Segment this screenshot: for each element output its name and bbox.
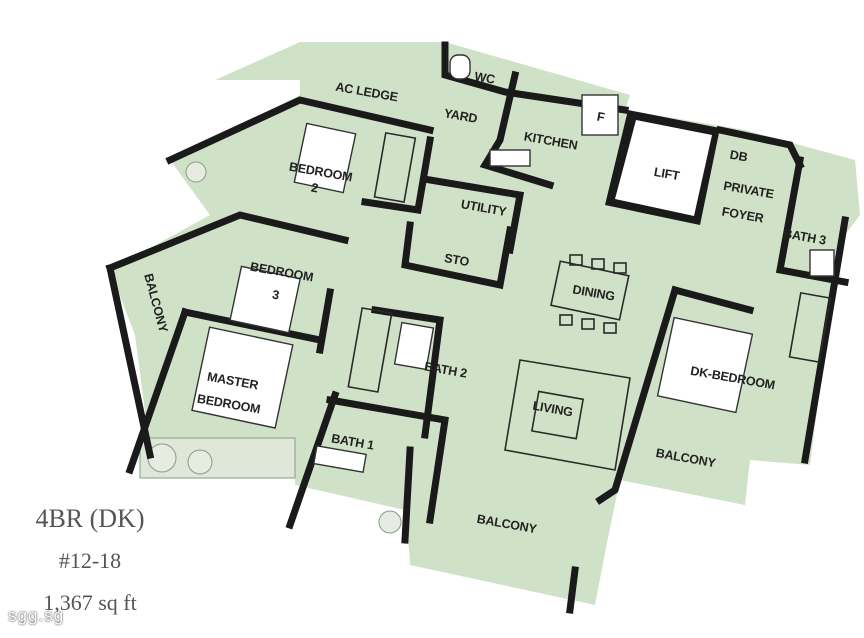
unit-number: #12-18 — [58, 548, 122, 573]
label-sto: STO — [443, 251, 470, 269]
floor-balcony-bottom — [410, 445, 620, 605]
label-living: LIVING — [532, 399, 574, 420]
fixtures — [191, 54, 835, 474]
wall-bath3 — [775, 155, 850, 287]
floor-balcony-right — [625, 420, 745, 505]
wall-bath1 — [325, 395, 449, 524]
label-bedroom2-line2: 2 — [310, 181, 319, 196]
bed-bedroom3 — [229, 265, 301, 334]
shrub — [187, 449, 213, 475]
unit-area: 1,367 sq ft — [43, 590, 137, 615]
bath1-vanity — [313, 444, 367, 474]
wall-dk-bedroom-left — [595, 285, 680, 505]
label-wc: WC — [473, 69, 496, 86]
bed-master — [191, 326, 294, 429]
wall-east — [800, 215, 850, 465]
fridge-box — [581, 94, 619, 136]
watermark: sgg.sg — [8, 606, 65, 625]
shrub — [378, 510, 402, 534]
label-fridge: F — [596, 110, 606, 125]
wardrobe-master — [347, 307, 393, 393]
wall-bedroom3-top — [105, 211, 350, 273]
dining-chair — [559, 314, 573, 326]
label-lift: LIFT — [653, 165, 681, 183]
shrub — [185, 161, 207, 183]
wall-bedroom2-top — [165, 96, 435, 165]
wall-balcony-bottom-right — [566, 566, 579, 614]
wall-utility — [425, 175, 525, 255]
bath2-tub — [393, 321, 435, 371]
label-yard: YARD — [443, 106, 479, 126]
lift-car — [615, 120, 712, 216]
planter-greenery — [139, 161, 402, 534]
dining-chair — [591, 258, 605, 270]
dining-chair — [569, 254, 583, 266]
wall-master-right — [285, 390, 340, 530]
wardrobe-dk — [788, 291, 832, 364]
living-coffee-table — [530, 390, 585, 440]
bath3-vanity — [809, 249, 835, 277]
wall-north — [441, 41, 629, 114]
wc-toilet — [449, 54, 471, 80]
wall-sto — [401, 221, 515, 290]
bed-bedroom2 — [293, 122, 357, 194]
dining-chair — [613, 262, 627, 274]
dining-chair — [581, 318, 595, 330]
wall-bath2 — [371, 306, 444, 439]
label-db: DB — [729, 148, 749, 165]
lift-core — [605, 110, 720, 225]
label-bedroom3-line2: 3 — [271, 288, 280, 303]
wall-bedroom2-right — [361, 135, 435, 214]
wall-dk-bedroom-top — [670, 285, 755, 315]
living-sofa — [504, 359, 631, 471]
wall-master-top — [180, 307, 325, 345]
bed-dk — [656, 316, 754, 414]
walls — [105, 41, 850, 614]
unit-type: 4BR (DK) — [35, 504, 145, 533]
kitchen-sink — [489, 149, 531, 167]
dining-chair — [603, 322, 617, 334]
wardrobe-bedroom2 — [373, 131, 417, 204]
wall-bedroom3-right — [315, 287, 335, 355]
wall-master-left — [125, 307, 190, 475]
wall-northeast — [715, 125, 805, 170]
wall-balcony-bottom-left — [401, 446, 414, 544]
